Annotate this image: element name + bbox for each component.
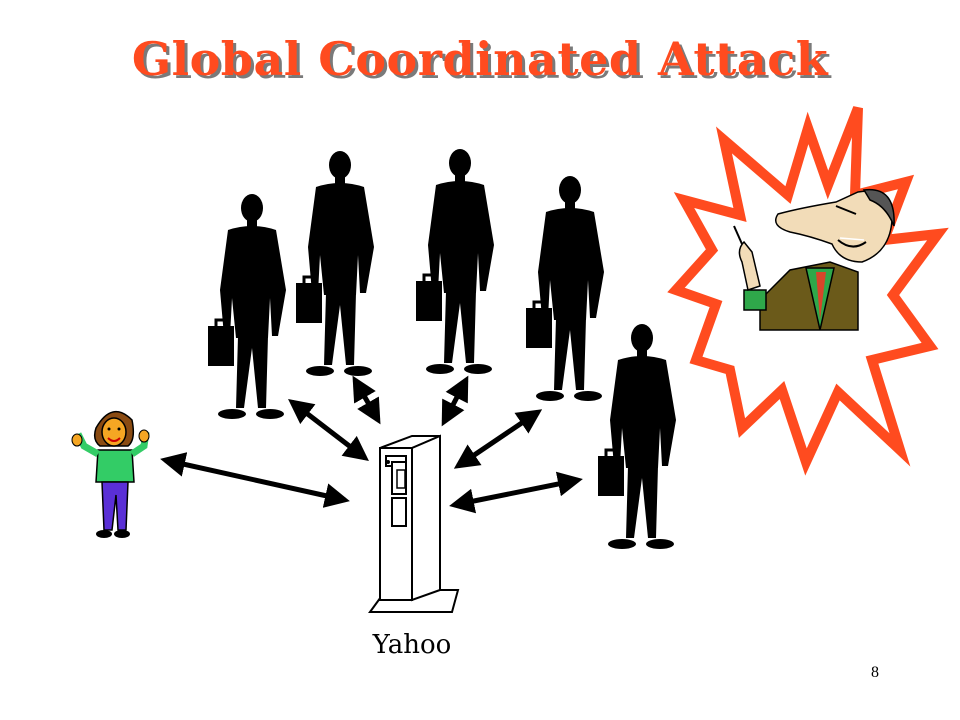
attack-arrows [160, 375, 583, 514]
double-arrow-icon [449, 471, 583, 514]
slide-title: Global Coordinated Attack [131, 32, 829, 86]
zombie-host-1-icon [206, 192, 288, 421]
page-number: 8 [871, 664, 879, 681]
attacker-villain-icon [667, 106, 949, 476]
victim-user-icon [71, 411, 150, 538]
server-label: Yahoo [372, 630, 452, 660]
zombie-host-2-icon [294, 149, 376, 378]
server-tower-icon [368, 434, 460, 613]
double-arrow-icon [441, 375, 469, 427]
zombie-host-3-icon [414, 147, 496, 376]
double-arrow-icon [288, 398, 369, 462]
zombie-host-5-icon [596, 322, 678, 551]
double-arrow-icon [453, 409, 543, 469]
double-arrow-icon [352, 375, 381, 425]
zombie-host-4-icon [524, 174, 606, 403]
double-arrow-icon [160, 452, 350, 508]
